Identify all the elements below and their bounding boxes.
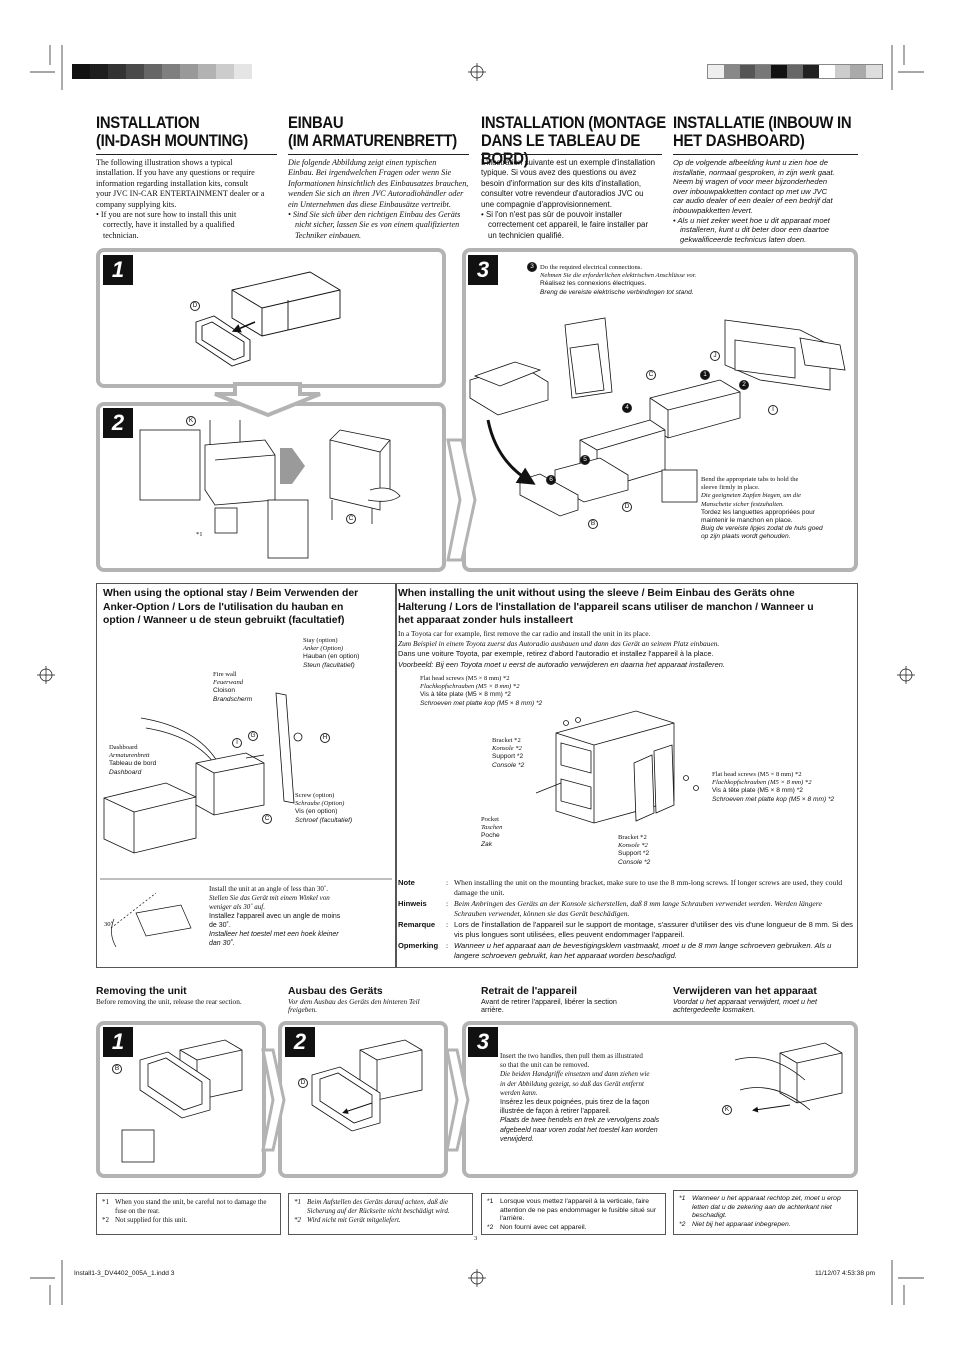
install-step-3-number: 3 — [468, 255, 498, 285]
removing-text-de: Vor dem Ausbau des Geräts den hinteren T… — [288, 997, 420, 1015]
marker-i-stay: I — [232, 738, 242, 748]
optional-stay-box — [96, 583, 396, 968]
marker-d-step1: D — [190, 301, 200, 311]
marker-c-stay: C — [262, 814, 272, 824]
step3-connections-text: Do the required electrical connections. … — [540, 264, 697, 296]
angle-instructions: Install the unit at an angle of less tha… — [209, 885, 341, 947]
intro-fr: L'illustration suivante est un exemple d… — [481, 158, 656, 240]
arrow-right-remove-1-2 — [261, 1048, 286, 1152]
heading-de: EINBAU(IM ARMATURENBRETT) — [288, 114, 457, 150]
marker-k-step2: K — [186, 416, 196, 426]
remove-step-1-number: 1 — [103, 1027, 133, 1057]
sleeve-drawing — [231, 271, 341, 337]
screw-option-label: Screw (option)Schraube (Option)Vis (en o… — [295, 792, 353, 824]
without-sleeve-box — [396, 583, 858, 968]
marker-j-step3: J — [710, 351, 720, 361]
num-4-step3: 4 — [622, 403, 632, 413]
stay-diagram: 30˚ — [100, 692, 392, 948]
marker-d-step3: D — [622, 502, 632, 512]
arrow-right-step2 — [280, 448, 305, 484]
num-5-step3: 5 — [580, 455, 590, 465]
color-bar-left — [72, 64, 252, 79]
intro-nl: Op de volgende afbeelding kunt u zien ho… — [673, 158, 835, 244]
without-sleeve-body: In a Toyota car for example, first remov… — [398, 629, 725, 669]
marker-h-stay: H — [320, 733, 330, 743]
num-2-step3: 2 — [739, 380, 749, 390]
marker-b-step3: B — [588, 519, 598, 529]
handles-instructions: Insert the two handles, then pull them a… — [500, 1052, 660, 1143]
without-sleeve-diagram — [535, 710, 699, 824]
remove-step-3-number: 3 — [468, 1027, 498, 1057]
heading-rule-en — [96, 154, 277, 155]
marker-b-remove: B — [112, 1064, 122, 1074]
trim-plate-drawing — [195, 315, 251, 367]
marker-c-step3: C — [646, 370, 656, 380]
arrow-down-step1-step2 — [214, 382, 321, 418]
arrow-right-step2-step3 — [446, 438, 477, 562]
optional-stay-heading: When using the optional stay / Beim Verw… — [103, 588, 359, 626]
remove-step-2-number: 2 — [285, 1027, 315, 1057]
removing-heading-de: Ausbau des Geräts — [288, 986, 383, 997]
num-3-step3: 3 — [527, 262, 537, 272]
print-footer-left: Install1-3_DV4402_005A_1.indd 3 — [74, 1270, 175, 1277]
marker-c-step2: C — [346, 514, 356, 524]
removing-heading-en: Removing the unit — [96, 986, 187, 997]
num-1-step3: 1 — [700, 370, 710, 380]
removing-text-nl: Voordat u het apparaat verwijdert, moet … — [673, 997, 817, 1015]
heading-en: INSTALLATION(IN-DASH MOUNTING) — [96, 114, 248, 150]
star1-step2: *1 — [196, 531, 203, 538]
intro-en: The following illustration shows a typic… — [96, 158, 265, 240]
notes-section: Note:When installing the unit on the mou… — [398, 878, 853, 961]
note-en: Note:When installing the unit on the mou… — [398, 878, 843, 897]
marker-d-remove: D — [298, 1078, 308, 1088]
stay-label: Stay (option)Anker (Option)Hauban (en op… — [303, 637, 360, 669]
removing-heading-fr: Retrait de l'appareil — [481, 986, 578, 997]
angle-30-label: 30˚ — [104, 921, 113, 928]
intro-de: Die folgende Abbildung zeigt einen typis… — [288, 158, 469, 240]
step3-drawing — [469, 317, 846, 517]
note-fr: Remarque:Lors de l'installation de l'app… — [398, 920, 853, 939]
marker-k-remove: K — [722, 1105, 732, 1115]
arrow-right-remove-2-3 — [445, 1048, 470, 1152]
heading-rule-fr — [481, 154, 662, 155]
marker-i-step3: I — [768, 405, 778, 415]
heading-rule-nl — [673, 154, 858, 155]
removing-text-en: Before removing the unit, release the re… — [96, 997, 242, 1006]
without-sleeve-heading: When installing the unit without using t… — [398, 588, 814, 626]
removing-text-fr: Avant de retirer l'appareil, libérer la … — [481, 997, 617, 1015]
install-step-2-number: 2 — [103, 408, 133, 438]
removing-heading-nl: Verwijderen van het apparaat — [673, 986, 817, 997]
install-step-1-number: 1 — [103, 255, 133, 285]
dashboard-drawing — [139, 420, 401, 559]
num-6-step3: 6 — [546, 475, 556, 485]
note-nl: Opmerking:Wanneer u het apparaat aan de … — [398, 941, 832, 960]
heading-rule-de — [288, 154, 469, 155]
page-number: 3 — [474, 1235, 478, 1242]
note-de: Hinweis:Beim Anbringen des Geräts an der… — [398, 899, 822, 918]
marker-g-stay: G — [248, 731, 258, 741]
rotate-arrow — [486, 419, 536, 485]
color-bar-right — [707, 64, 883, 79]
print-footer-right: 11/12/07 4:53:38 pm — [815, 1270, 876, 1277]
